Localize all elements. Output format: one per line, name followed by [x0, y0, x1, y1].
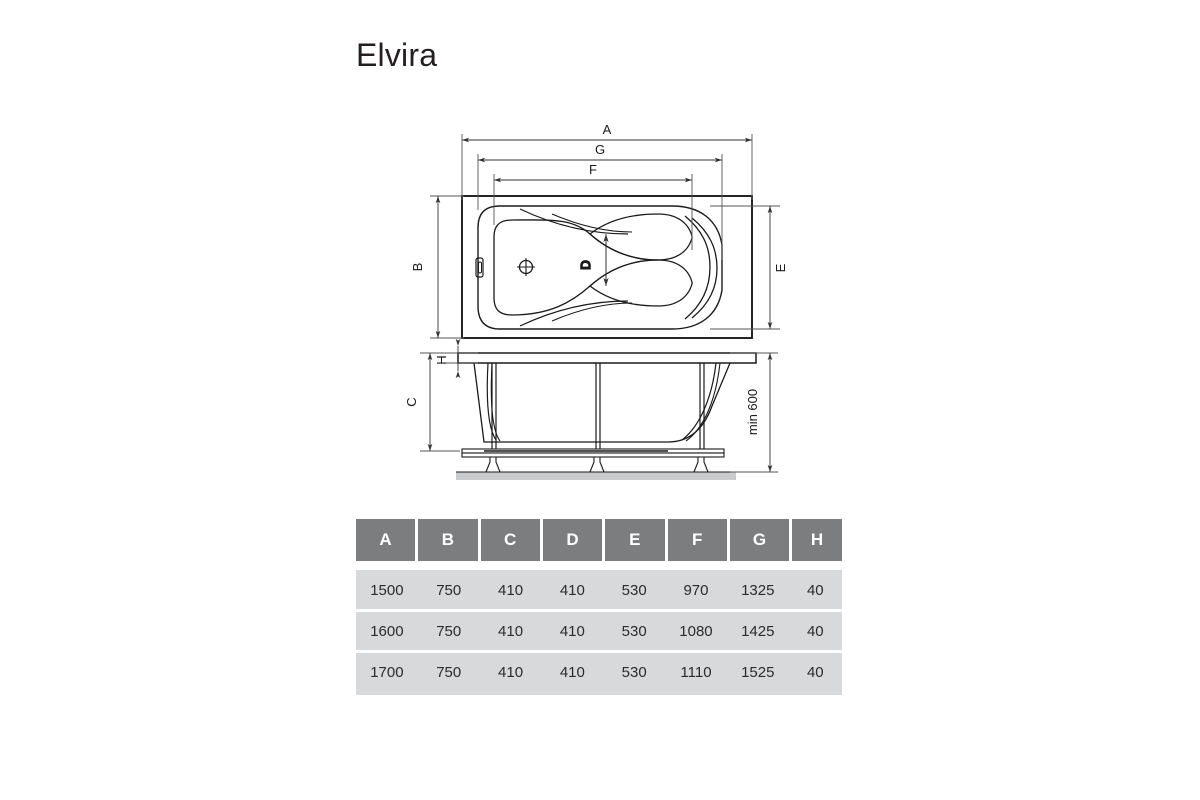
adjustable-feet	[485, 456, 709, 473]
table-header-cell: G	[729, 519, 790, 561]
dimension-label-a: A	[603, 122, 612, 137]
dimension-label-g: G	[595, 142, 605, 157]
plan-view-group: D	[461, 195, 753, 339]
dimension-label-c: C	[404, 397, 419, 406]
table-cell: 410	[498, 581, 524, 599]
table-header-cell: D	[542, 519, 603, 561]
page-title: Elvira	[356, 37, 438, 73]
table-row: 1600 750 410 410 530 1080 1425 40	[356, 612, 842, 653]
dimension-label-d: D	[578, 260, 593, 269]
table-cell: 410	[559, 622, 585, 640]
table-cell: 40	[806, 581, 824, 599]
table-cell: 1325	[741, 581, 775, 599]
table-row: 1700 750 410 410 530 1110 1525 40	[356, 653, 842, 691]
technical-drawing: D	[400, 110, 820, 500]
table-cell: 750	[436, 622, 462, 640]
table-cell: 410	[498, 622, 524, 640]
top-dimension-group	[461, 134, 753, 260]
table-cell: 1600	[370, 622, 404, 640]
table-header-cell: C	[480, 519, 540, 561]
table-header-cell: H	[792, 519, 843, 561]
dimension-d: D	[577, 234, 609, 286]
table-cell: 1425	[741, 622, 775, 640]
table-cell: 410	[559, 663, 585, 681]
table-header-cell: B	[418, 519, 478, 561]
table-cell: 40	[806, 622, 824, 640]
dimension-label-f: F	[589, 162, 597, 177]
elevation-view-group	[456, 352, 757, 480]
drain-symbol	[517, 258, 535, 276]
dimension-label-h: H	[434, 355, 449, 364]
dimension-label-min-height: min 600	[745, 389, 760, 435]
dimension-label-b: B	[410, 263, 425, 272]
table-cell: 530	[621, 622, 647, 640]
table-cell: 1110	[680, 663, 712, 681]
table-cell: 750	[436, 581, 462, 599]
dimension-c	[420, 352, 460, 452]
dimension-label-e: E	[773, 263, 788, 272]
table-body: 1500 750 410 410 530 970 1325 40 1600 75…	[356, 570, 842, 695]
table-cell: 410	[498, 663, 524, 681]
table-cell: 750	[436, 663, 462, 681]
dimension-table: A B C D E F G H 1500 750 410 410 530 970…	[356, 519, 843, 695]
table-cell: 1700	[370, 663, 404, 681]
table-cell: 1080	[679, 622, 713, 640]
dimension-b	[430, 195, 464, 339]
dimension-e	[710, 205, 780, 330]
table-cell: 970	[683, 581, 709, 599]
table-header-cell: F	[667, 519, 727, 561]
table-header-row: A B C D E F G H	[356, 519, 843, 561]
table-row: 1500 750 410 410 530 970 1325 40	[356, 571, 842, 612]
table-cell: 530	[621, 663, 647, 681]
table-header-cell: E	[605, 519, 665, 561]
table-cell: 1500	[370, 581, 404, 599]
overflow-fitting	[475, 257, 484, 278]
table-cell: 410	[559, 581, 585, 599]
table-cell: 40	[806, 663, 824, 681]
dimension-min-height	[730, 352, 778, 473]
table-header-cell: A	[356, 519, 416, 561]
table-cell: 530	[621, 581, 647, 599]
table-cell: 1525	[741, 663, 775, 681]
